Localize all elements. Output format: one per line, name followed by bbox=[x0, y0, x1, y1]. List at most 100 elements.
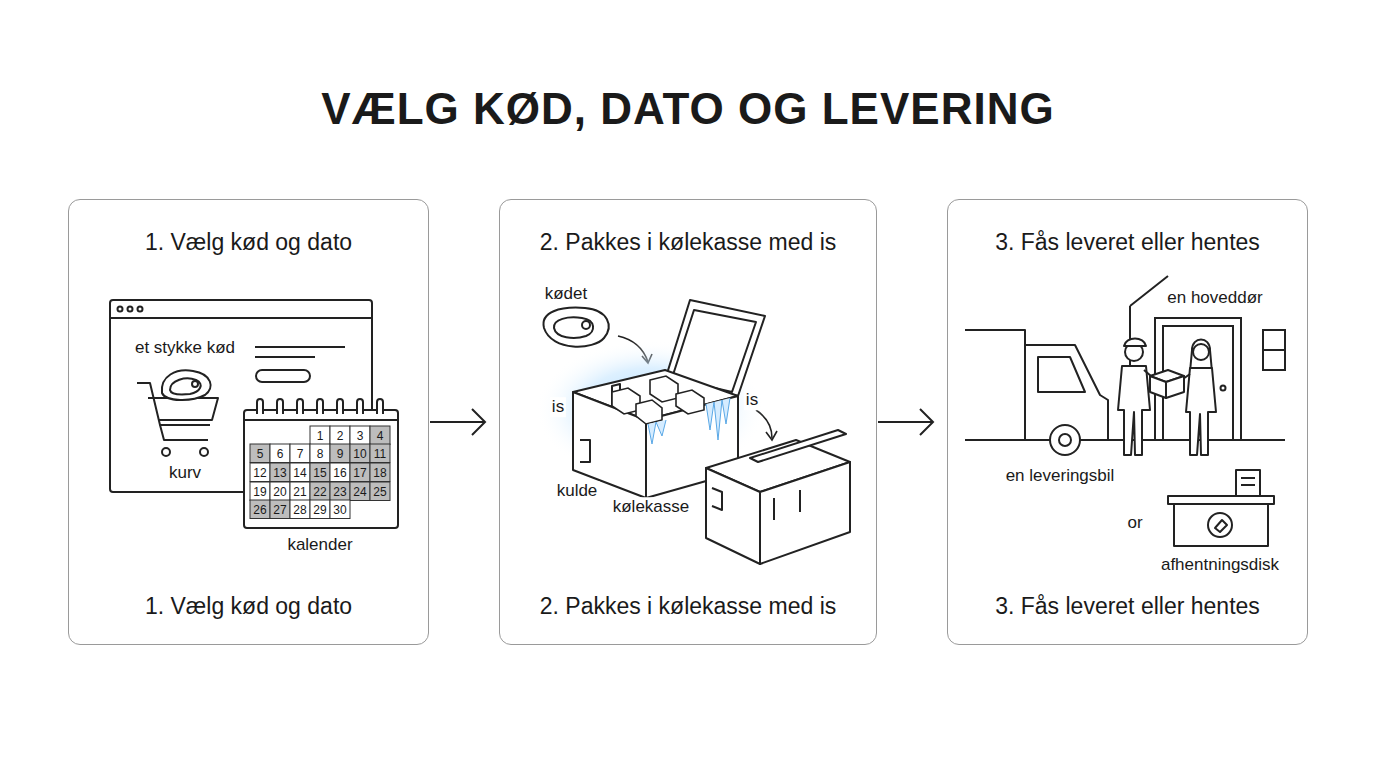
calendar-day: 7 bbox=[297, 448, 304, 460]
illustration-label: kurv bbox=[167, 463, 203, 483]
illustration-label: kølekasse bbox=[611, 497, 692, 517]
browser-window bbox=[110, 300, 372, 492]
illustration-label: en leveringsbil bbox=[1004, 466, 1117, 486]
calendar-day: 28 bbox=[293, 504, 306, 516]
calendar-day: 26 bbox=[253, 504, 266, 516]
calendar-grid bbox=[350, 444, 370, 463]
shopping-cart bbox=[200, 448, 208, 456]
calendar-grid bbox=[270, 463, 290, 482]
meat-piece bbox=[554, 317, 593, 338]
browser-window bbox=[128, 307, 133, 312]
closed-cooler bbox=[712, 488, 722, 510]
calendar-grid bbox=[310, 482, 330, 501]
calendar-day: 18 bbox=[373, 467, 386, 479]
calendar-grid bbox=[250, 444, 270, 463]
calendar-day: 17 bbox=[353, 467, 366, 479]
calendar-day: 25 bbox=[373, 486, 386, 498]
delivery-truck bbox=[965, 439, 1108, 441]
flow-arrow-small bbox=[766, 431, 777, 440]
step-panel: 3. Fås leveret eller hentes3. Fås levere… bbox=[947, 199, 1308, 645]
calendar-rings bbox=[277, 399, 283, 414]
calendar-day: 21 bbox=[293, 486, 306, 498]
calendar-grid bbox=[290, 444, 310, 463]
calendar-grid bbox=[370, 482, 390, 501]
calendar-day: 3 bbox=[357, 430, 364, 442]
calendar-day: 14 bbox=[293, 467, 306, 479]
parcel bbox=[1150, 376, 1166, 398]
calendar-grid bbox=[290, 463, 310, 482]
customer-person bbox=[1186, 368, 1216, 455]
calendar-grid bbox=[330, 426, 350, 445]
closed-cooler bbox=[774, 490, 800, 520]
calendar-day: 8 bbox=[317, 448, 324, 460]
calendar-day: 1 bbox=[317, 430, 324, 442]
calendar-grid bbox=[330, 444, 350, 463]
illustration-label: kødet bbox=[543, 284, 590, 304]
calendar-grid bbox=[250, 426, 390, 519]
pickup-counter bbox=[1241, 484, 1255, 486]
step-footer: 3. Fås leveret eller hentes bbox=[948, 593, 1307, 620]
illustration-label: et stykke kød bbox=[133, 338, 237, 358]
calendar-grid bbox=[310, 463, 330, 482]
calendar-grid bbox=[270, 482, 290, 501]
shopping-cart bbox=[137, 370, 218, 456]
browser-window bbox=[255, 356, 315, 358]
parcel bbox=[1166, 376, 1184, 398]
illustration-label: en hoveddør bbox=[1165, 288, 1264, 308]
calendar-day: 13 bbox=[273, 467, 286, 479]
calendar-grid bbox=[270, 444, 290, 463]
calendar-grid bbox=[290, 482, 310, 501]
pickup-counter bbox=[1174, 504, 1268, 546]
shopping-cart bbox=[162, 448, 170, 456]
courier-person bbox=[1118, 339, 1158, 456]
browser-window bbox=[110, 317, 372, 319]
calendar-grid bbox=[250, 482, 270, 501]
closed-cooler bbox=[750, 430, 846, 462]
calendar-grid bbox=[330, 482, 350, 501]
step-heading: 2. Pakkes i kølekasse med is bbox=[500, 229, 876, 256]
pickup-counter bbox=[1168, 496, 1274, 504]
step-panel: 1. Vælg kød og dato1. Vælg kød og dato bbox=[68, 199, 429, 645]
calendar-rings bbox=[317, 399, 323, 414]
icicles bbox=[648, 398, 730, 444]
browser-window bbox=[110, 300, 372, 492]
house-outline bbox=[1263, 349, 1285, 351]
calendar-grid bbox=[330, 463, 350, 482]
calendar-day: 15 bbox=[313, 467, 326, 479]
ice-cubes bbox=[676, 390, 704, 414]
pickup-counter bbox=[1208, 513, 1232, 537]
shopping-cart bbox=[170, 378, 201, 394]
pickup-counter bbox=[1168, 470, 1274, 546]
calendar-day: 22 bbox=[313, 486, 326, 498]
calendar-day: 11 bbox=[374, 448, 386, 460]
calendar bbox=[244, 410, 398, 528]
shopping-cart bbox=[192, 381, 198, 387]
calendar-rings bbox=[337, 399, 343, 414]
diagram-title: VÆLG KØD, DATO OG LEVERING bbox=[0, 84, 1376, 134]
delivery-truck bbox=[965, 330, 1108, 455]
courier-person bbox=[1124, 339, 1146, 347]
calendar bbox=[244, 419, 398, 421]
shopping-cart bbox=[148, 398, 218, 420]
delivery-truck bbox=[965, 330, 1025, 440]
illustration-label: or bbox=[1125, 513, 1144, 533]
calendar bbox=[244, 410, 398, 528]
browser-window bbox=[138, 307, 143, 312]
calendar-grid bbox=[310, 500, 330, 519]
calendar-day: 27 bbox=[273, 504, 286, 516]
icicles bbox=[706, 398, 730, 440]
ice-cubes bbox=[612, 376, 704, 424]
calendar-day: 23 bbox=[333, 486, 346, 498]
calendar-grid bbox=[270, 500, 290, 519]
step-heading: 1. Vælg kød og dato bbox=[69, 229, 428, 256]
illustration-label: kulde bbox=[555, 481, 600, 501]
parcel bbox=[1150, 370, 1184, 398]
illustration-label: is bbox=[744, 390, 760, 410]
calendar-day: 4 bbox=[377, 430, 384, 442]
ice-cubes bbox=[650, 376, 678, 402]
browser-window bbox=[256, 370, 310, 382]
delivery-truck bbox=[1059, 434, 1071, 446]
calendar-grid bbox=[250, 500, 270, 519]
icicles bbox=[648, 420, 666, 444]
meat-piece bbox=[582, 321, 590, 329]
